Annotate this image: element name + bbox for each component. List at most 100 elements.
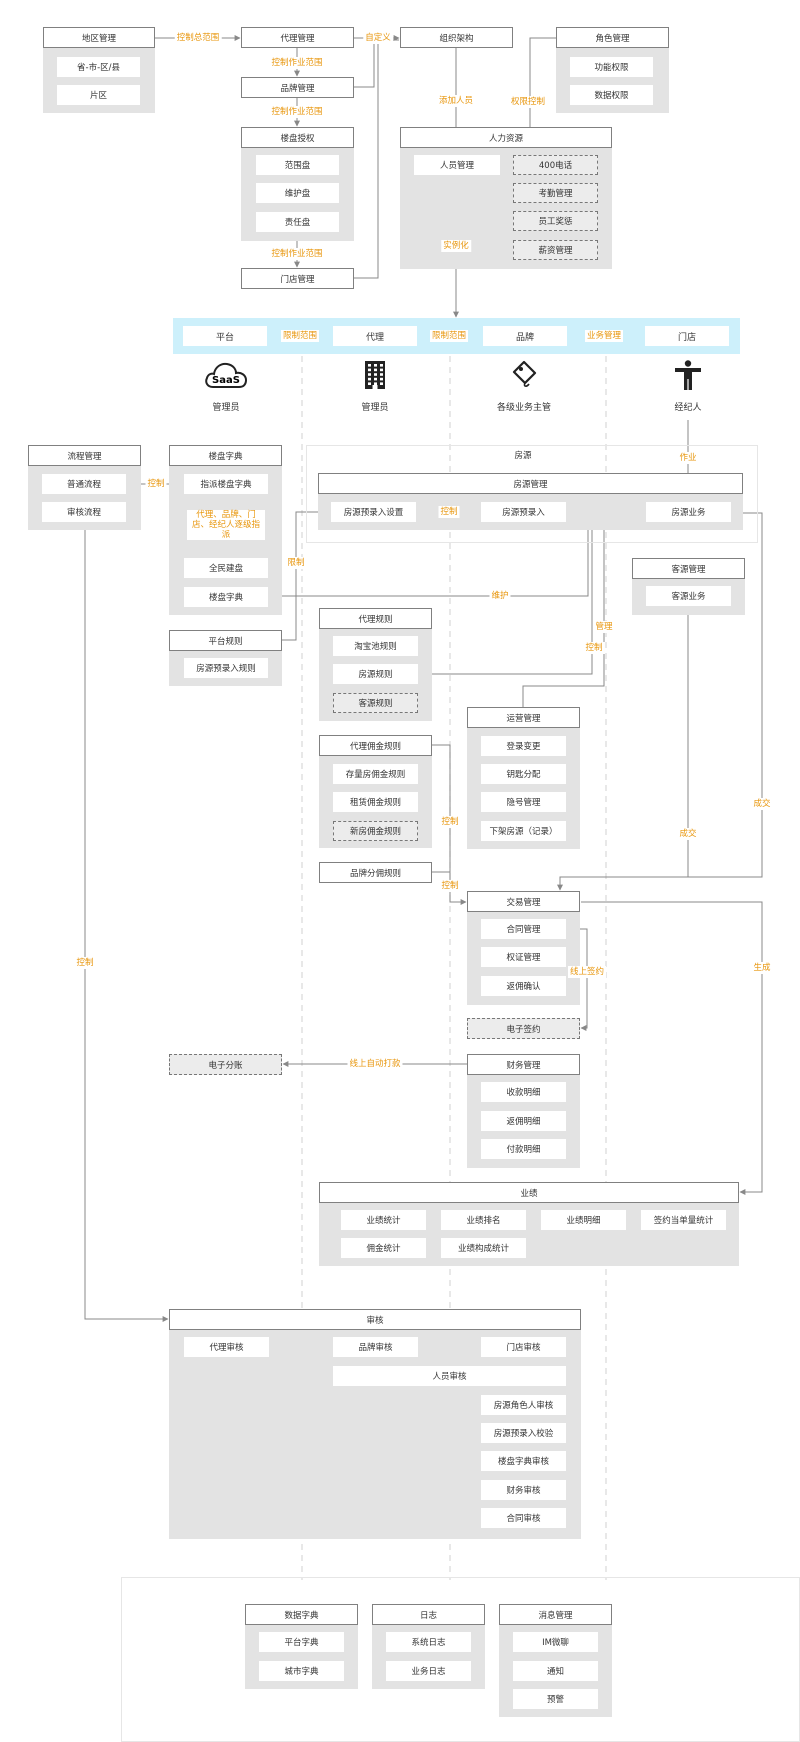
role-caption: 管理员 [212,403,240,413]
audit-item[interactable]: 品牌审核 [333,1337,418,1357]
audit-item[interactable]: 代理审核 [184,1337,269,1357]
logs-header[interactable]: 日志 [372,1604,485,1625]
role_mgmt-item[interactable]: 功能权限 [570,57,653,77]
esplit-header[interactable]: 电子分账 [169,1054,282,1075]
estate_auth-item[interactable]: 责任盘 [256,212,339,232]
agent_rules-item[interactable]: 客源规则 [333,693,418,713]
listing_mgmt-item[interactable]: 房源预录入设置 [331,502,416,522]
operations-header[interactable]: 运营管理 [467,707,580,728]
role_mgmt-item[interactable]: 数据权限 [570,85,653,105]
performance-item[interactable]: 业绩统计 [341,1210,426,1230]
audit-item[interactable]: 门店审核 [481,1337,566,1357]
platform_rules-header[interactable]: 平台规则 [169,630,282,651]
hr-item[interactable]: 员工奖惩 [513,211,598,231]
audit-item[interactable]: 房源角色人审核 [481,1395,566,1415]
finance-item[interactable]: 返佣明细 [481,1111,566,1131]
finance-item[interactable]: 收款明细 [481,1082,566,1102]
performance-item[interactable]: 签约当单量统计 [641,1210,726,1230]
estate_auth-header[interactable]: 楼盘授权 [241,127,354,148]
trade-item[interactable]: 合同管理 [481,919,566,939]
data_dict-item[interactable]: 城市字典 [259,1661,344,1681]
estate_dict-item[interactable]: 指派楼盘字典 [184,474,268,494]
audit-item[interactable]: 房源预录入校验 [481,1423,566,1443]
finance-header[interactable]: 财务管理 [467,1054,580,1075]
estate_dict-item[interactable]: 楼盘字典 [184,587,268,607]
brand_split-header[interactable]: 品牌分佣规则 [319,862,432,883]
edge-label: 控制 [439,880,461,892]
role_mgmt-header[interactable]: 角色管理 [556,27,669,48]
commission_rules-item[interactable]: 租赁佣金规则 [333,792,418,812]
lane-node-3[interactable]: 门店 [645,326,729,346]
performance-item[interactable]: 业绩明细 [541,1210,626,1230]
store_mgmt-header[interactable]: 门店管理 [241,268,354,289]
estate_auth-item[interactable]: 范围盘 [256,155,339,175]
trade-item[interactable]: 返佣确认 [481,976,566,996]
region-item[interactable]: 省-市-区/县 [57,57,140,77]
audit-item[interactable]: 楼盘字典审核 [481,1451,566,1471]
region-header[interactable]: 地区管理 [43,27,155,48]
estate_dict-header[interactable]: 楼盘字典 [169,445,282,466]
data_dict-header[interactable]: 数据字典 [245,1604,358,1625]
logs-item[interactable]: 系统日志 [386,1632,471,1652]
edge-label: 作业 [677,452,699,464]
performance-item[interactable]: 佣金统计 [341,1238,426,1258]
region-item[interactable]: 片区 [57,85,140,105]
org-header[interactable]: 组织架构 [400,27,513,48]
hr-item[interactable]: 400电话 [513,155,598,175]
edge-label: 实例化 [441,240,471,252]
flow_mgmt-header[interactable]: 流程管理 [28,445,141,466]
estate_auth-item[interactable]: 维护盘 [256,183,339,203]
platform_rules-item[interactable]: 房源预录入规则 [184,658,268,678]
performance-header[interactable]: 业绩 [319,1182,739,1203]
logs-item[interactable]: 业务日志 [386,1661,471,1681]
role-caption: 各级业务主管 [496,403,552,413]
messages-item[interactable]: 通知 [513,1661,598,1681]
operations-item[interactable]: 下架房源（记录） [481,821,566,841]
messages-item[interactable]: IM微聊 [513,1632,598,1652]
operations-item[interactable]: 登录变更 [481,736,566,756]
listing_mgmt-item[interactable]: 房源预录入 [481,502,566,522]
audit-item[interactable]: 人员审核 [333,1366,566,1386]
messages-item[interactable]: 预警 [513,1689,598,1709]
agent_rules-item[interactable]: 淘宝池规则 [333,636,418,656]
trade-header[interactable]: 交易管理 [467,891,580,912]
customer_mgmt-item[interactable]: 客源业务 [646,586,731,606]
trade-item[interactable]: 权证管理 [481,947,566,967]
finance-item[interactable]: 付款明细 [481,1139,566,1159]
edge-label: 控制总范围 [174,32,222,44]
lane-node-1[interactable]: 代理 [333,326,417,346]
tag-icon [512,360,537,387]
customer_mgmt-header[interactable]: 客源管理 [632,558,745,579]
audit-item[interactable]: 合同审核 [481,1508,566,1528]
listing_mgmt-header[interactable]: 房源管理 [318,473,743,494]
lane-node-0[interactable]: 平台 [183,326,267,346]
hr-item[interactable]: 考勤管理 [513,183,598,203]
messages-header[interactable]: 消息管理 [499,1604,612,1625]
estate_dict-item[interactable]: 全民建盘 [184,558,268,578]
audit-header[interactable]: 审核 [169,1309,581,1330]
commission_rules-header[interactable]: 代理佣金规则 [319,735,432,756]
role-caption: 经纪人 [674,403,702,413]
commission_rules-item[interactable]: 存量房佣金规则 [333,764,418,784]
hr-header[interactable]: 人力资源 [400,127,612,148]
audit-item[interactable]: 财务审核 [481,1480,566,1500]
operations-item[interactable]: 隐号管理 [481,792,566,812]
building-icon [365,361,385,389]
hr-staff-item[interactable]: 人员管理 [414,155,500,175]
listing_mgmt-item[interactable]: 房源业务 [646,502,731,522]
performance-item[interactable]: 业绩排名 [441,1210,526,1230]
brand_mgmt-header[interactable]: 品牌管理 [241,77,354,98]
lane-node-2[interactable]: 品牌 [483,326,567,346]
esign-header[interactable]: 电子签约 [467,1018,580,1039]
agent_rules-item[interactable]: 房源规则 [333,664,418,684]
operations-item[interactable]: 钥匙分配 [481,764,566,784]
agent_rules-header[interactable]: 代理规则 [319,608,432,629]
edge-label: 自定义 [363,32,393,44]
agent_mgmt-header[interactable]: 代理管理 [241,27,354,48]
flow_mgmt-item[interactable]: 普通流程 [42,474,126,494]
data_dict-item[interactable]: 平台字典 [259,1632,344,1652]
flow_mgmt-item[interactable]: 审核流程 [42,502,126,522]
performance-item[interactable]: 业绩构成统计 [441,1238,526,1258]
commission_rules-item[interactable]: 新房佣金规则 [333,821,418,841]
hr-item[interactable]: 薪资管理 [513,240,598,260]
